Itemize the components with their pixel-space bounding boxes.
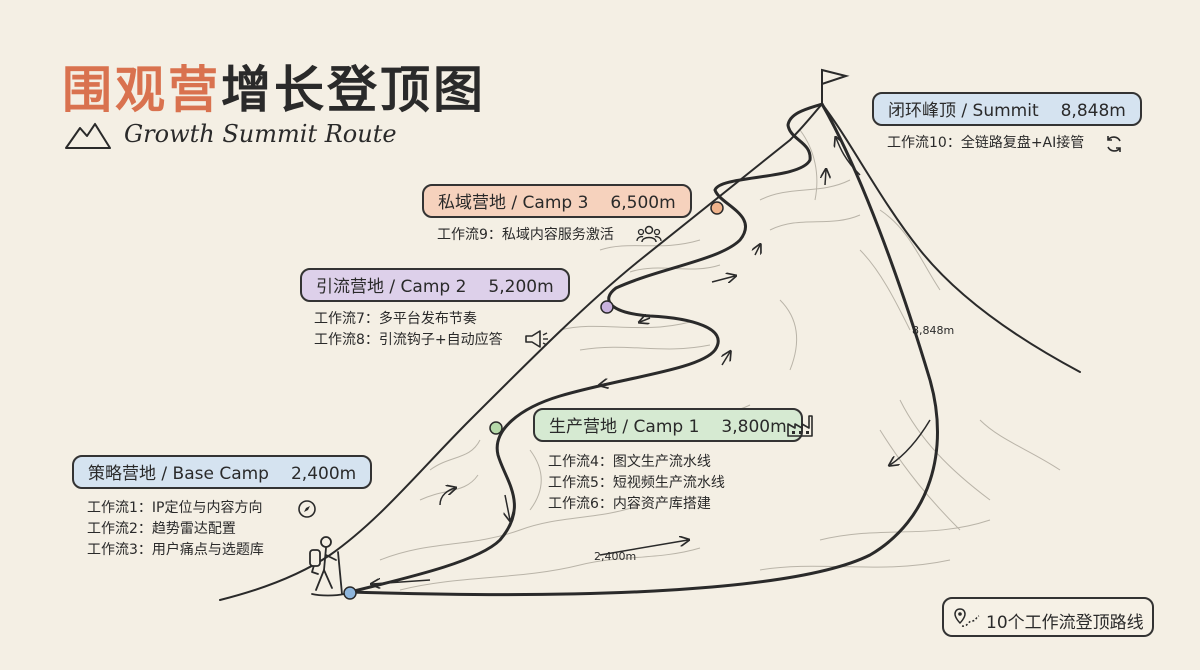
page-title: 围观营增长登顶图	[62, 50, 486, 122]
camp-base-label: 策略营地 / Base Camp 2,400m	[72, 455, 373, 489]
camp-2-workflows: 工作流7：多平台发布节奏 工作流8：引流钩子+自动应答	[314, 309, 503, 351]
camp-summit-label: 闭环峰顶 / Summit 8,848m	[872, 92, 1142, 126]
route-arrows	[372, 138, 931, 584]
megaphone-icon	[525, 330, 548, 348]
workflow-item: 工作流2：趋势雷达配置	[87, 521, 236, 537]
refresh-icon	[1107, 136, 1121, 152]
mountain-icon	[65, 122, 111, 149]
camp-base-name: 策略营地 / Base Camp	[88, 464, 269, 484]
route-legend-text: 10个工作流登顶路线	[986, 613, 1144, 633]
factory-icon	[787, 415, 813, 437]
camp-1-workflows: 工作流4：图文生产流水线 工作流5：短视频生产流水线 工作流6：内容资产库搭建	[548, 452, 725, 515]
camp-1-label: 生产营地 / Camp 1 3,800m	[533, 408, 803, 442]
title-accent: 围观营	[62, 60, 221, 119]
camp-2-name: 引流营地 / Camp 2	[316, 277, 467, 297]
route-map-icon	[954, 608, 980, 627]
workflow-item: 工作流1：IP定位与内容方向	[87, 500, 263, 516]
camp-2-label: 引流营地 / Camp 2 5,200m	[300, 268, 570, 302]
workflow-item: 工作流7：多平台发布节奏	[314, 311, 477, 327]
camp-summit-name: 闭环峰顶 / Summit	[888, 101, 1039, 121]
camp-2-altitude: 5,200m	[488, 277, 554, 297]
camp-summit-altitude: 8,848m	[1060, 101, 1126, 121]
compass-icon	[298, 500, 316, 518]
workflow-item: 工作流6：内容资产库搭建	[548, 496, 711, 512]
ascent-route	[348, 102, 824, 594]
camp-3-name: 私域营地 / Camp 3	[438, 193, 589, 213]
camp-3-altitude: 6,500m	[610, 193, 676, 213]
camp-3-workflows: 工作流9：私域内容服务激活	[437, 225, 614, 246]
base-camp-workflows: 工作流1：IP定位与内容方向 工作流2：趋势雷达配置 工作流3：用户痛点与选题库	[87, 498, 264, 561]
descent-route	[348, 102, 939, 597]
workflow-item: 工作流3：用户痛点与选题库	[87, 542, 264, 558]
workflow-item: 工作流8：引流钩子+自动应答	[314, 332, 503, 348]
summit-workflows: 工作流10：全链路复盘+AI接管	[887, 133, 1084, 154]
camp-3-label: 私域营地 / Camp 3 6,500m	[422, 184, 692, 218]
workflow-item: 工作流10：全链路复盘+AI接管	[887, 135, 1085, 151]
camp-1-altitude: 3,800m	[721, 417, 787, 437]
summit-flag-icon	[821, 68, 850, 104]
workflow-item: 工作流4：图文生产流水线	[548, 454, 711, 470]
workflow-item: 工作流5：短视频生产流水线	[548, 475, 725, 491]
camp-markers	[343, 201, 724, 600]
people-icon	[636, 225, 662, 243]
workflow-item: 工作流9：私域内容服务激活	[437, 227, 614, 243]
camp-base-altitude: 2,400m	[290, 464, 357, 484]
title-rest: 增长登顶图	[221, 60, 486, 119]
route-label-bottom: 2,400m	[594, 550, 637, 563]
page-subtitle: Growth Summit Route	[124, 120, 397, 148]
route-legend-badge: 10个工作流登顶路线	[942, 597, 1154, 637]
route-label-side: 8,848m	[912, 324, 955, 337]
contour-lines	[379, 129, 1061, 591]
mountain-outline	[219, 103, 1081, 601]
camp-1-name: 生产营地 / Camp 1	[549, 417, 700, 437]
hiker-icon	[309, 536, 345, 597]
